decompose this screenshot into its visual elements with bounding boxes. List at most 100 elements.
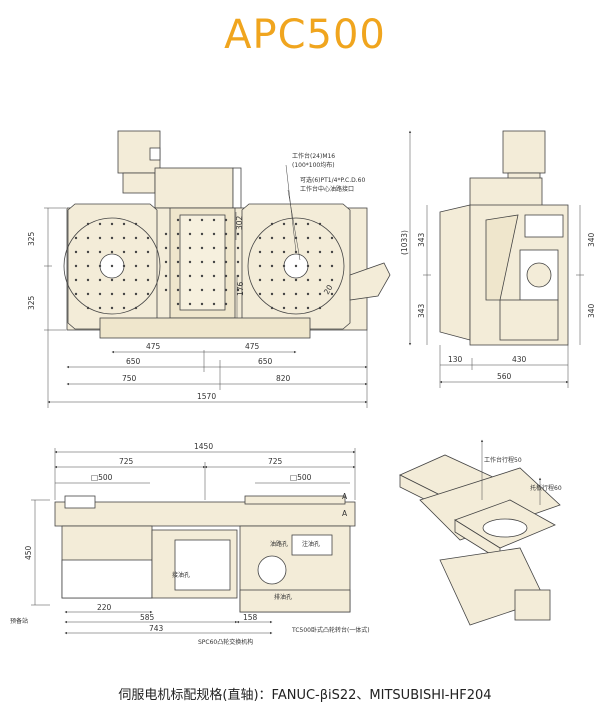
- pallet-hole: [306, 264, 310, 268]
- side-motor: [502, 130, 546, 174]
- pallet-hole: [282, 222, 286, 226]
- note-table-travel: 工作台行程50: [484, 456, 522, 464]
- pallet-hole: [236, 260, 240, 264]
- dim-430: 430: [512, 355, 527, 364]
- pallet-hole: [330, 278, 334, 282]
- pallet-hole: [188, 302, 192, 306]
- dim-343-upper: 343: [417, 232, 426, 247]
- pallet-hole: [134, 250, 138, 254]
- side-view: [439, 130, 569, 346]
- pallet-hole: [86, 236, 90, 240]
- pallet-hole: [318, 292, 322, 296]
- top-view: [63, 130, 391, 339]
- dim-20: 20: [322, 283, 335, 296]
- pallet-hole: [188, 274, 192, 278]
- pallet-hole: [110, 264, 114, 268]
- pallet-hole: [122, 306, 126, 310]
- pallet-hole: [236, 232, 240, 236]
- pallet-hole: [176, 246, 180, 250]
- dim-500-right: □500: [290, 473, 312, 482]
- pallet-hole: [224, 274, 228, 278]
- pallet-hole: [86, 222, 90, 226]
- pallet-hole: [282, 250, 286, 254]
- pallet-hole: [188, 288, 192, 292]
- pallet-hole: [110, 222, 114, 226]
- pallet-hole: [164, 232, 168, 236]
- pallet-hole: [146, 264, 150, 268]
- pallet-hole: [146, 292, 150, 296]
- pallet-hole: [98, 222, 102, 226]
- dim-1570: 1570: [197, 392, 216, 401]
- dim-743: 743: [149, 624, 164, 633]
- pallet-hole: [306, 250, 310, 254]
- pallet-hole: [134, 264, 138, 268]
- pallet-hole: [306, 222, 310, 226]
- pallet-hole: [212, 274, 216, 278]
- pallet-hole: [176, 218, 180, 222]
- pallet-hole: [74, 236, 78, 240]
- pallet-hole: [176, 288, 180, 292]
- note-center-oil: 工作台中心油路接口: [300, 185, 354, 193]
- pallet-hole: [318, 278, 322, 282]
- note-bolt-spacing: (100*100均布): [292, 161, 335, 169]
- dim-176: 176: [236, 281, 245, 296]
- pallet-hole: [86, 278, 90, 282]
- pallet-hole: [330, 236, 334, 240]
- section-mark-a-bottom: A: [342, 509, 348, 518]
- pallet-hole: [270, 222, 274, 226]
- pallet-hole: [258, 250, 262, 254]
- pallet-hole: [134, 222, 138, 226]
- pallet-hole: [110, 278, 114, 282]
- pallet-hole: [200, 246, 204, 250]
- dim-325-lower: 325: [27, 295, 36, 310]
- pallet-hole: [306, 306, 310, 310]
- note-oil-drain: 排油孔: [274, 593, 292, 601]
- dim-650-right: 650: [258, 357, 273, 366]
- pallet-hole: [122, 278, 126, 282]
- note-tc500: TC500卧式凸轮转台(一体式): [291, 626, 370, 634]
- dim-340-upper: 340: [587, 232, 596, 247]
- pallet-hole: [200, 260, 204, 264]
- pallet-hole: [212, 232, 216, 236]
- pallet-hole: [98, 292, 102, 296]
- note-pallet-travel: 托板行程60: [530, 484, 562, 492]
- note-oil-catch: 接油孔: [172, 571, 190, 579]
- pallet-hole: [74, 292, 78, 296]
- pallet-hole: [318, 250, 322, 254]
- pallet-hole: [318, 236, 322, 240]
- pallet-hole: [176, 274, 180, 278]
- pallet-hole: [176, 232, 180, 236]
- dim-475-right: 475: [245, 342, 260, 351]
- dim-1033: (1033): [400, 230, 409, 255]
- pallet-hole: [86, 292, 90, 296]
- dim-343-lower: 343: [417, 303, 426, 318]
- pallet-hole: [176, 260, 180, 264]
- dim-650-left: 650: [126, 357, 141, 366]
- pallet-hole: [146, 250, 150, 254]
- rear-block: [154, 167, 234, 209]
- dim-725-left: 725: [119, 457, 134, 466]
- side-upper-housing: [469, 177, 543, 209]
- pallet-hole: [306, 292, 310, 296]
- pallet-hole: [270, 250, 274, 254]
- pallet-hole: [270, 264, 274, 268]
- pallet-hole: [224, 302, 228, 306]
- front-view: [54, 495, 356, 613]
- pallet-hole: [270, 278, 274, 282]
- pallet-hole: [146, 236, 150, 240]
- pallet-hole: [74, 250, 78, 254]
- mounting-holes: [74, 218, 334, 310]
- note-reserve-station: 预备站: [10, 617, 28, 625]
- iso-view: [399, 454, 561, 626]
- pallet-hole: [110, 292, 114, 296]
- pallet-hole: [200, 302, 204, 306]
- spec-caption: 伺服电机标配规格(直轴)：FANUC-βiS22、MITSUBISHI-HF20…: [118, 688, 492, 703]
- dim-130: 130: [448, 355, 463, 364]
- pallet-hole: [74, 278, 78, 282]
- note-oil-fill: 注油孔: [302, 540, 320, 548]
- pallet-hole: [122, 264, 126, 268]
- pallet-hole: [258, 292, 262, 296]
- front-pallets-bar: [54, 501, 356, 527]
- pallet-hole: [282, 236, 286, 240]
